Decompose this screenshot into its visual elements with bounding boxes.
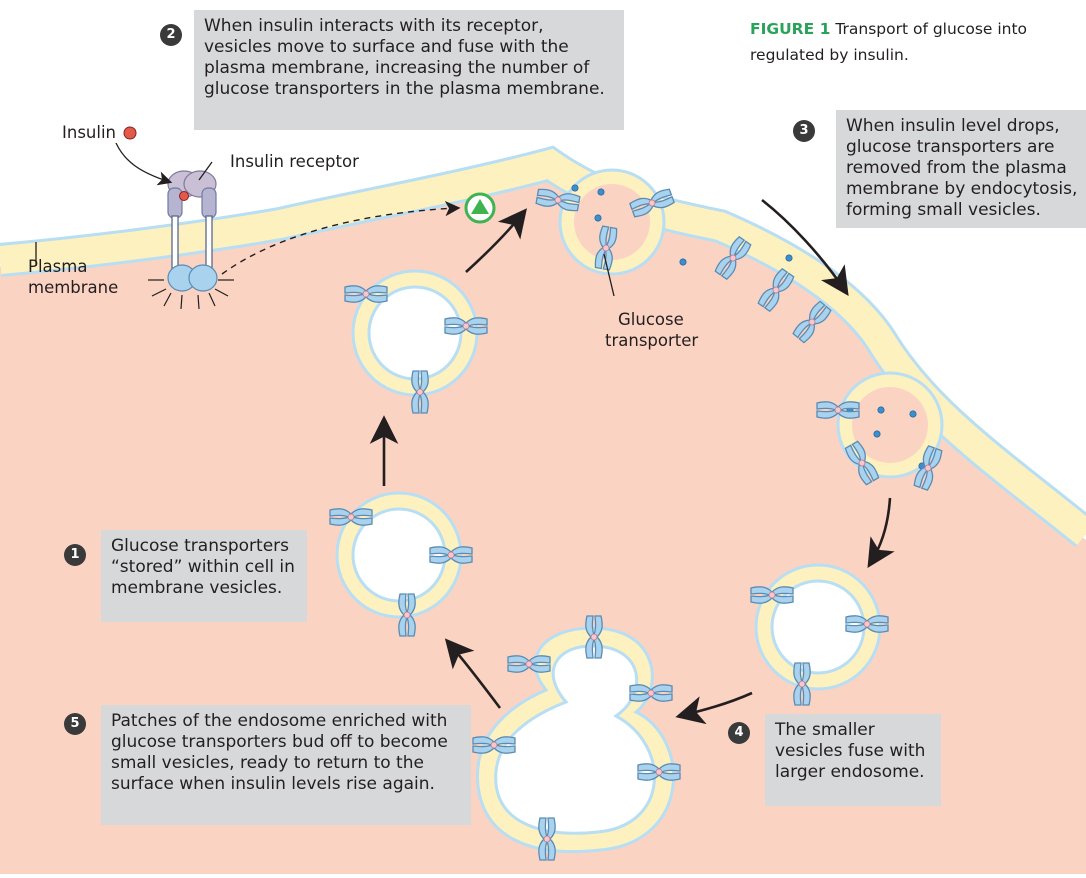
step-2-text: vesicles move to surface and fuse with t… [204, 37, 614, 58]
step-3-badge: 3 [793, 120, 815, 142]
step-4-text: The smaller [775, 720, 931, 741]
step-3-text: removed from the plasma [846, 158, 1084, 179]
step-2-text: When insulin interacts with its receptor… [204, 16, 614, 37]
caption-line-2: regulated by insulin. [750, 42, 909, 68]
step-2-text: plasma membrane, increasing the number o… [204, 58, 614, 79]
step-1-text: Glucose transporters [111, 536, 297, 557]
caption-line-1: Transport of glucose into [835, 20, 1027, 38]
glucose-transporter-label: Glucose [618, 309, 684, 330]
step-1-callout: Glucose transporters “stored” within cel… [101, 530, 307, 622]
step-2-text: glucose transporters in the plasma membr… [204, 79, 614, 100]
step-3-text: forming small vesicles. [846, 200, 1084, 221]
plasma-membrane-label: membrane [28, 277, 118, 298]
step-5-text: surface when insulin levels rise again. [111, 774, 461, 795]
insulin-label: Insulin [62, 122, 116, 143]
step-5-callout: Patches of the endosome enriched with gl… [101, 705, 471, 825]
step-5-text: small vesicles, ready to return to the [111, 753, 461, 774]
step-4-callout: The smaller vesicles fuse with larger en… [765, 714, 941, 806]
step-3-text: membrane by endocytosis, [846, 179, 1084, 200]
step-3-text: When insulin level drops, [846, 116, 1084, 137]
figure-label: FIGURE 1 [750, 20, 830, 38]
step-1-text: membrane vesicles. [111, 578, 297, 599]
step-5-text: glucose transporters bud off to become [111, 732, 461, 753]
step-3-callout: When insulin level drops, glucose transp… [836, 110, 1086, 228]
step-2-badge: 2 [160, 24, 182, 46]
figure-caption: FIGURE 1 Transport of glucose into [750, 16, 1027, 42]
step-5-text: Patches of the endosome enriched with [111, 711, 461, 732]
step-1-badge: 1 [64, 544, 86, 566]
step-4-text: larger endosome. [775, 762, 931, 783]
step-4-text: vesicles fuse with [775, 741, 931, 762]
glucose-transporter-label: transporter [605, 330, 698, 351]
step-3-text: glucose transporters are [846, 137, 1084, 158]
step-1-text: “stored” within cell in [111, 557, 297, 578]
step-5-badge: 5 [64, 713, 86, 735]
plasma-membrane-label: Plasma [28, 256, 87, 277]
step-4-badge: 4 [728, 722, 750, 744]
insulin-receptor-label: Insulin receptor [230, 151, 359, 172]
step-2-callout: When insulin interacts with its receptor… [194, 10, 624, 130]
insulin-icon [124, 127, 136, 139]
